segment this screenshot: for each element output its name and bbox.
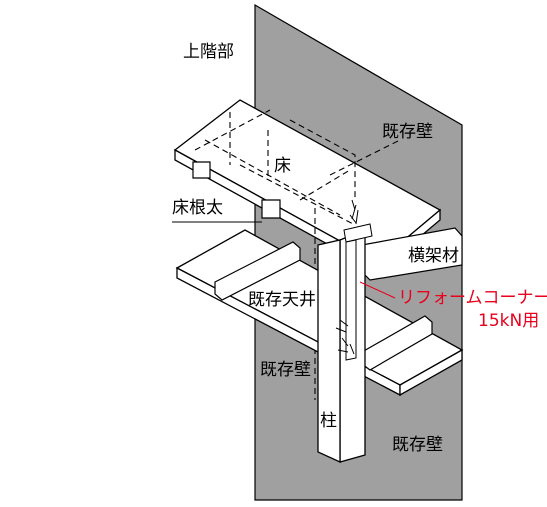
- label-existing-wall-top: 既存壁: [382, 122, 433, 142]
- label-product-spec: 15kN用: [478, 311, 540, 331]
- label-floor-joist: 床根太: [172, 198, 223, 218]
- label-upper-floor: 上階部: [183, 42, 234, 62]
- reform-corner-hardware: [335, 199, 373, 361]
- label-floor: 床: [274, 156, 291, 176]
- label-column: 柱: [320, 411, 337, 431]
- label-existing-wall-bottom: 既存壁: [392, 435, 443, 455]
- label-existing-wall-middle: 既存壁: [260, 360, 311, 380]
- leader-lines: [172, 221, 396, 299]
- label-product-name: リフォームコーナー: [398, 288, 547, 308]
- label-existing-ceiling: 既存天井: [248, 290, 316, 310]
- label-beam: 横架材: [408, 246, 459, 266]
- floor-joist-blocks: [192, 161, 281, 219]
